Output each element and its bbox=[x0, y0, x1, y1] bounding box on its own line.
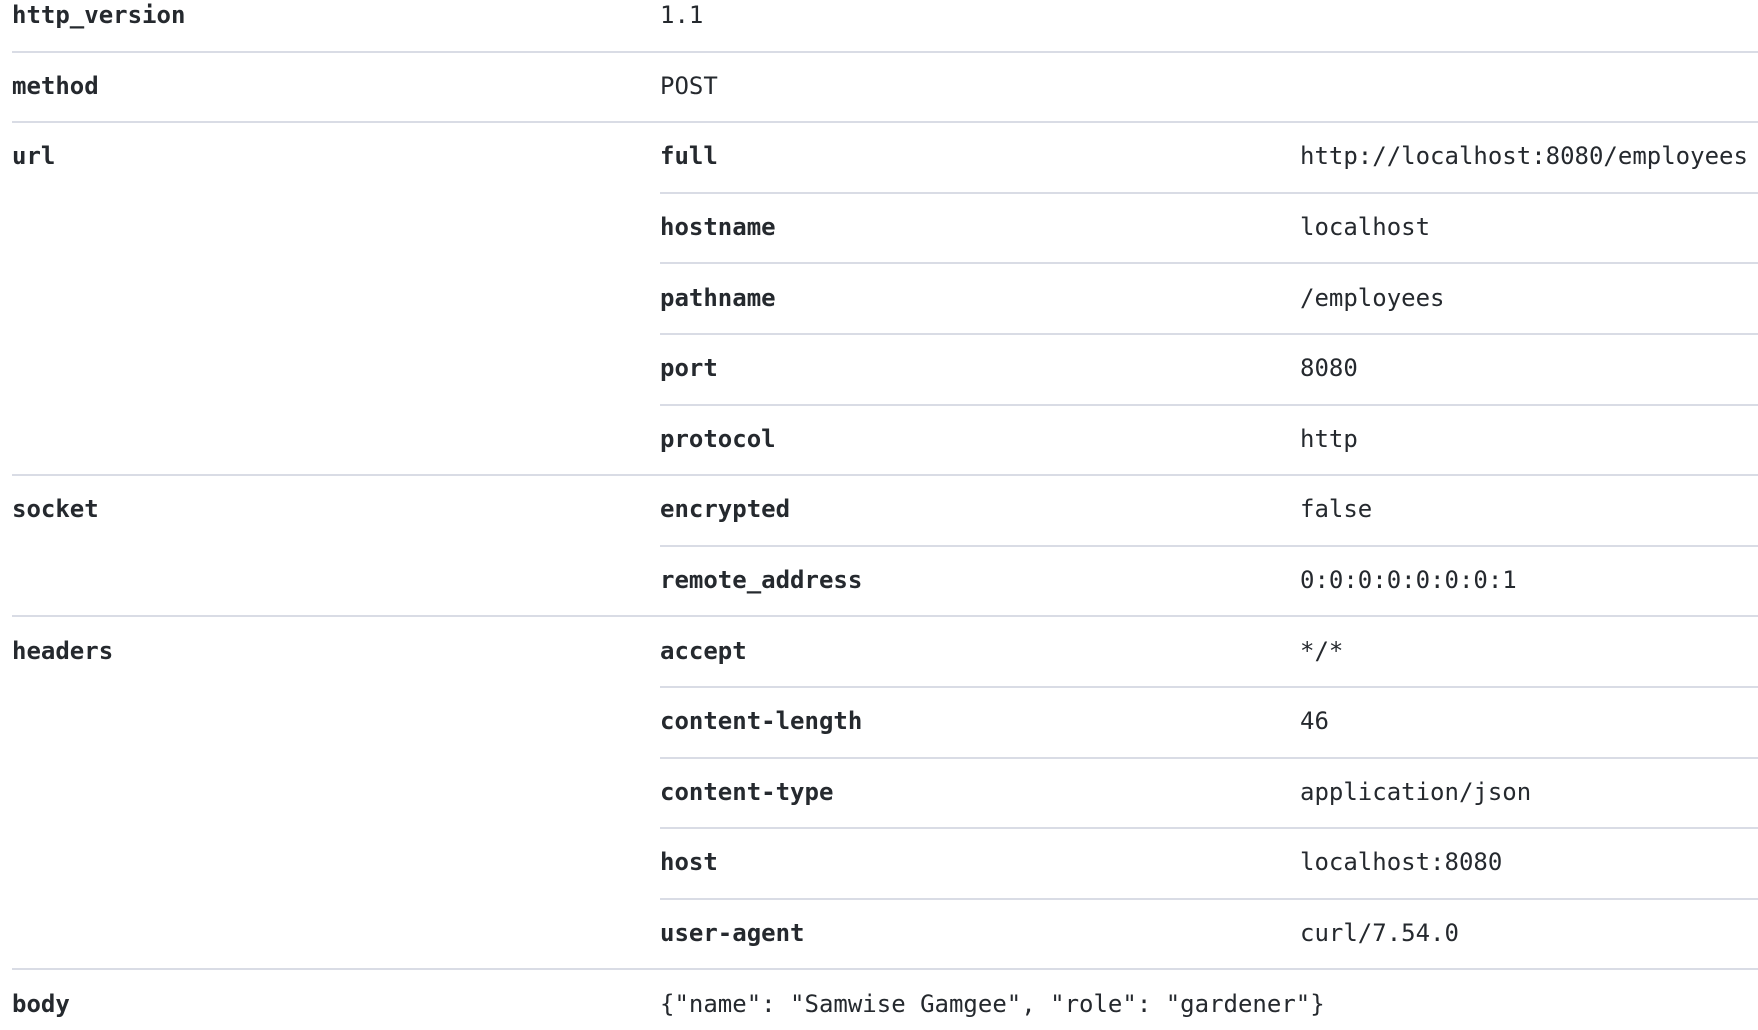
subrow-value-cell: 0:0:0:0:0:0:0:1 bbox=[1300, 566, 1758, 594]
subrow-key: accept bbox=[660, 636, 747, 665]
row-value: 1.1 bbox=[660, 1, 704, 30]
subrow-key: encrypted bbox=[660, 495, 791, 524]
table-row-http-version: http_version 1.1 bbox=[0, 0, 1758, 51]
row-value-cell: {"name": "Samwise Gamgee", "role": "gard… bbox=[660, 968, 1758, 1030]
row-value: {"name": "Samwise Gamgee", "role": "gard… bbox=[660, 989, 1325, 1018]
table-subrow-encrypted: encrypted false bbox=[660, 474, 1758, 545]
socket-subtable: encrypted false remote_address 0:0:0:0:0… bbox=[660, 474, 1758, 615]
subrow-value-cell: /employees bbox=[1300, 284, 1758, 312]
table-subrow-user-agent: user-agent curl/7.54.0 bbox=[660, 897, 1758, 969]
subrow-key-cell: pathname bbox=[660, 284, 1300, 312]
table-row-socket: socket encrypted false remote_address 0:… bbox=[0, 474, 1758, 615]
subrow-key: hostname bbox=[660, 213, 776, 242]
subrow-value: 46 bbox=[1300, 707, 1329, 736]
subrow-value: /employees bbox=[1300, 283, 1445, 312]
subrow-key: remote_address bbox=[660, 566, 863, 595]
subrow-key-cell: accept bbox=[660, 637, 1300, 665]
table-subrow-accept: accept */* bbox=[660, 615, 1758, 686]
subrow-key: port bbox=[660, 354, 718, 383]
subrow-value-cell: http bbox=[1300, 425, 1758, 453]
subrow-value: http bbox=[1300, 424, 1358, 453]
subrow-key: user-agent bbox=[660, 919, 805, 948]
table-subrow-content-type: content-type application/json bbox=[660, 756, 1758, 828]
subrow-value: application/json bbox=[1300, 777, 1532, 806]
subrow-key-cell: host bbox=[660, 848, 1300, 876]
subrow-value-cell: 46 bbox=[1300, 707, 1758, 735]
subrow-key-cell: content-type bbox=[660, 778, 1300, 806]
subrow-value: false bbox=[1300, 495, 1373, 524]
table-subrow-hostname: hostname localhost bbox=[660, 191, 1758, 263]
table-subrow-content-length: content-length 46 bbox=[660, 685, 1758, 757]
subrow-key: protocol bbox=[660, 424, 776, 453]
subrow-value-cell: curl/7.54.0 bbox=[1300, 919, 1758, 947]
table-row-headers: headers accept */* content-length 46 con… bbox=[0, 615, 1758, 968]
row-key: http_version bbox=[12, 1, 186, 30]
subrow-key-cell: hostname bbox=[660, 213, 1300, 241]
subrow-value-cell: false bbox=[1300, 495, 1758, 523]
subrow-key: full bbox=[660, 142, 718, 171]
row-key: method bbox=[12, 71, 99, 100]
subrow-value: 8080 bbox=[1300, 354, 1358, 383]
table-subrow-protocol: protocol http bbox=[660, 403, 1758, 475]
row-key: url bbox=[12, 142, 56, 171]
row-value-cell: POST bbox=[660, 51, 1758, 122]
table-subrow-pathname: pathname /employees bbox=[660, 262, 1758, 333]
headers-subtable: accept */* content-length 46 content-typ… bbox=[660, 615, 1758, 968]
subrow-value: 0:0:0:0:0:0:0:1 bbox=[1300, 566, 1517, 595]
table-subrow-full: full http://localhost:8080/employees bbox=[660, 121, 1758, 192]
subrow-value-cell: application/json bbox=[1300, 778, 1758, 806]
row-key-cell: socket bbox=[0, 474, 660, 545]
subrow-value: */* bbox=[1300, 636, 1344, 665]
table-subrow-host: host localhost:8080 bbox=[660, 827, 1758, 898]
row-key-cell: url bbox=[0, 121, 660, 192]
row-key: socket bbox=[12, 495, 99, 524]
table-subrow-port: port 8080 bbox=[660, 332, 1758, 404]
subrow-key: content-type bbox=[660, 777, 834, 806]
subrow-value-cell: 8080 bbox=[1300, 354, 1758, 382]
subrow-key-cell: content-length bbox=[660, 707, 1300, 735]
subrow-value-cell: */* bbox=[1300, 637, 1758, 665]
subrow-value: localhost:8080 bbox=[1300, 848, 1503, 877]
subrow-key-cell: encrypted bbox=[660, 495, 1300, 523]
subrow-value: localhost bbox=[1300, 213, 1431, 242]
subrow-value: curl/7.54.0 bbox=[1300, 919, 1459, 948]
row-key-cell: body bbox=[0, 968, 660, 1030]
table-row-url: url full http://localhost:8080/employees… bbox=[0, 121, 1758, 474]
table-subrow-remote-address: remote_address 0:0:0:0:0:0:0:1 bbox=[660, 544, 1758, 616]
table-row-method: method POST bbox=[0, 50, 1758, 122]
subrow-key-cell: full bbox=[660, 142, 1300, 170]
subrow-key: host bbox=[660, 848, 718, 877]
subrow-value-cell: localhost bbox=[1300, 213, 1758, 241]
subrow-key: pathname bbox=[660, 283, 776, 312]
subrow-key: content-length bbox=[660, 707, 863, 736]
row-key-cell: headers bbox=[0, 615, 660, 686]
subrow-key-cell: port bbox=[660, 354, 1300, 382]
subrow-key-cell: protocol bbox=[660, 425, 1300, 453]
row-key: body bbox=[12, 989, 70, 1018]
subrow-key-cell: user-agent bbox=[660, 919, 1300, 947]
subrow-key-cell: remote_address bbox=[660, 566, 1300, 594]
row-value: POST bbox=[660, 71, 718, 100]
row-key: headers bbox=[12, 636, 114, 665]
row-key-cell: method bbox=[0, 51, 660, 122]
subrow-value-cell: localhost:8080 bbox=[1300, 848, 1758, 876]
row-key-cell: http_version bbox=[0, 0, 660, 51]
table-row-body: body {"name": "Samwise Gamgee", "role": … bbox=[0, 968, 1758, 1030]
row-value-cell: 1.1 bbox=[660, 0, 1758, 51]
subrow-value: http://localhost:8080/employees bbox=[1300, 142, 1748, 171]
subrow-value-cell: http://localhost:8080/employees bbox=[1300, 142, 1758, 170]
url-subtable: full http://localhost:8080/employees hos… bbox=[660, 121, 1758, 474]
